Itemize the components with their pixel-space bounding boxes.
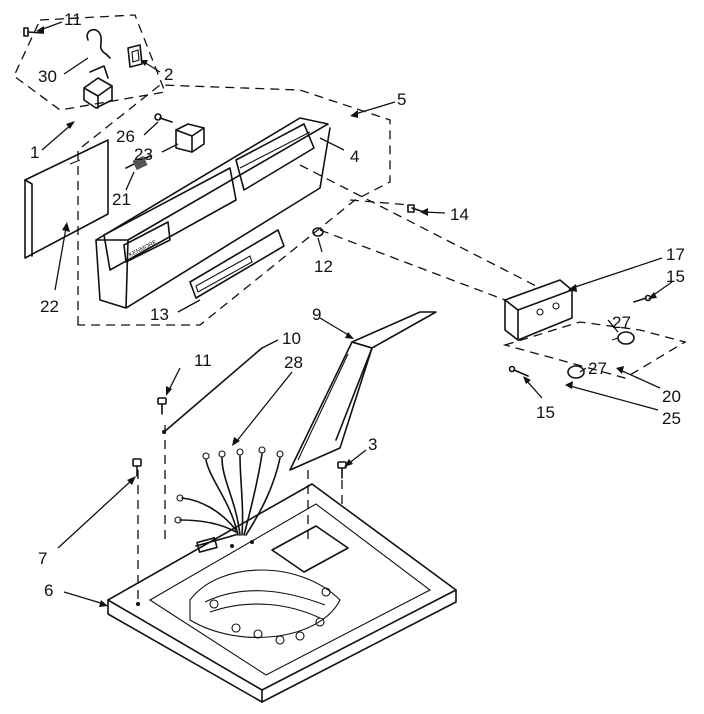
knob-part-27-lower	[567, 365, 585, 379]
console-part-4: KENMORE	[95, 117, 331, 309]
callout-28: 28	[284, 353, 303, 372]
switch-part-23	[175, 123, 205, 153]
callout-22: 22	[40, 297, 59, 316]
callout-12: 12	[314, 257, 333, 276]
rod-part-10	[162, 347, 263, 434]
display-panel-part-13	[189, 229, 285, 299]
screw-part-15-lower	[508, 365, 529, 377]
callout-2: 2	[164, 65, 173, 84]
screw-part-11-mid	[157, 397, 167, 415]
bracket-part-2	[127, 44, 143, 68]
alignment-line-mid	[319, 229, 506, 301]
grommet-part-12	[312, 227, 324, 237]
callout-9: 9	[312, 305, 321, 324]
leader-lines	[36, 21, 673, 607]
callout-15-lower: 15	[536, 403, 555, 422]
callout-5: 5	[397, 90, 406, 109]
screw-part-7	[132, 458, 142, 477]
side-panel-part-22	[24, 139, 109, 259]
knob-part-27-upper	[611, 331, 635, 345]
callout-27-upper: 27	[612, 313, 631, 332]
callout-3: 3	[368, 435, 377, 454]
screw-part-3	[337, 461, 347, 479]
control-panel-dashed-box	[502, 321, 687, 379]
control-module-part-17	[504, 279, 573, 341]
callout-10: 10	[282, 329, 301, 348]
callout-11-top: 11	[64, 10, 82, 29]
callout-30: 30	[38, 67, 57, 86]
callout-27-lower: 27	[588, 359, 607, 378]
console-assembly-dashed-box	[77, 84, 391, 326]
lint-duct-part-9	[289, 311, 437, 471]
callout-14: 14	[450, 205, 469, 224]
wire-harness-part-28	[174, 446, 284, 553]
callout-1: 1	[30, 143, 39, 162]
top-panel-part-6	[107, 483, 457, 703]
callout-4: 4	[350, 147, 359, 166]
callout-15-upper: 15	[666, 267, 685, 286]
callout-20: 20	[662, 387, 681, 406]
wire-clip-part-30	[86, 28, 111, 59]
alignment-line-wire	[349, 199, 411, 206]
switch-assembly-dashed-box	[13, 14, 166, 111]
callout-26: 26	[116, 127, 135, 146]
knob-part-21	[125, 155, 151, 171]
callout-17: 17	[666, 245, 685, 264]
screw-part-11-top	[23, 27, 43, 37]
callout-7: 7	[38, 549, 47, 568]
screw-part-15-upper	[633, 294, 652, 303]
callout-11-mid: 11	[194, 351, 212, 370]
callout-labels: 11 30 2 1 26 23 21 22 5 4 14 12 13 17 15…	[30, 10, 685, 600]
callout-6: 6	[44, 581, 53, 600]
callout-25: 25	[662, 409, 681, 428]
callout-13: 13	[150, 305, 169, 324]
screw-part-14	[407, 204, 425, 213]
switch-part-30	[83, 65, 113, 109]
screw-part-26	[154, 113, 173, 123]
console-nameplate: KENMORE	[128, 240, 158, 259]
alignment-line-top	[299, 164, 541, 289]
callout-21: 21	[112, 190, 131, 209]
callout-23: 23	[134, 145, 153, 164]
